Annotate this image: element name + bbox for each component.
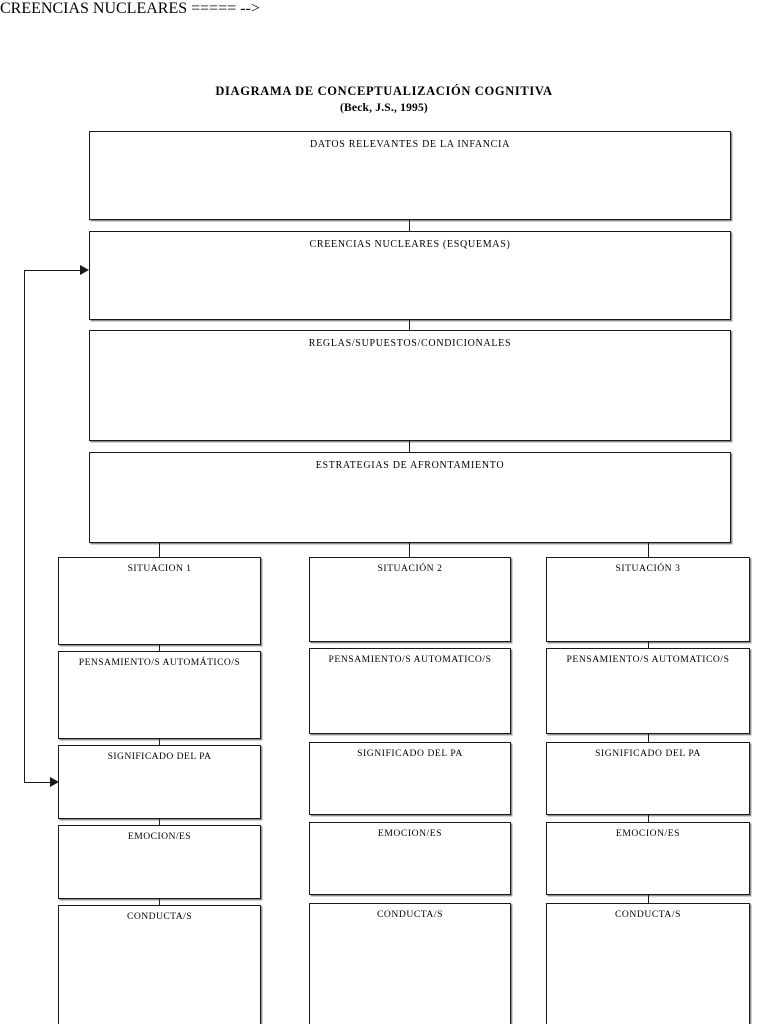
box-label: CREENCIAS NUCLEARES (ESQUEMAS) bbox=[309, 239, 511, 250]
box-columna-3-emocion[interactable]: EMOCION/ES bbox=[546, 822, 750, 895]
box-columna-3-pensamiento-automatico[interactable]: PENSAMIENTO/S AUTOMATICO/S bbox=[546, 648, 750, 734]
box-label: CONDUCTA/S bbox=[126, 911, 193, 922]
diagram-title-source: (Beck, J.S., 1995) bbox=[340, 101, 428, 114]
feedback-arrow-into-creencias-icon bbox=[80, 265, 89, 275]
box-columna-2-significado-pa[interactable]: SIGNIFICADO DEL PA bbox=[309, 742, 511, 815]
feedback-loop-top-line bbox=[24, 270, 82, 272]
feedback-loop-vertical-line bbox=[24, 270, 26, 783]
box-datos-relevantes-infancia[interactable]: DATOS RELEVANTES DE LA INFANCIA bbox=[89, 131, 731, 220]
connector-columna-3-emocion-to-conducta bbox=[648, 895, 650, 903]
box-label: SIGNIFICADO DEL PA bbox=[595, 748, 701, 759]
box-columna-1-emocion[interactable]: EMOCION/ES bbox=[58, 825, 261, 899]
box-columna-2-emocion[interactable]: EMOCION/ES bbox=[309, 822, 511, 895]
feedback-loop-bottom-line bbox=[24, 782, 52, 784]
box-label: EMOCION/ES bbox=[127, 831, 192, 842]
diagram-title-main: DIAGRAMA DE CONCEPTUALIZACIÓN COGNITIVA bbox=[215, 84, 553, 98]
connector-columna-3-situacion-to-pensamiento bbox=[648, 642, 650, 648]
box-columna-1-situacion[interactable]: SITUACION 1 bbox=[58, 557, 261, 645]
connector-columna-1-pensamiento-to-significado bbox=[159, 739, 161, 745]
diagram-title: DIAGRAMA DE CONCEPTUALIZACIÓN COGNITIVA … bbox=[0, 84, 768, 115]
box-columna-2-conducta[interactable]: CONDUCTA/S bbox=[309, 903, 511, 1024]
box-label: REGLAS/SUPUESTOS/CONDICIONALES bbox=[308, 338, 512, 349]
connector-creencias-to-reglas bbox=[409, 320, 411, 330]
box-columna-2-situacion[interactable]: SITUACIÓN 2 bbox=[309, 557, 511, 642]
box-columna-3-significado-pa[interactable]: SIGNIFICADO DEL PA bbox=[546, 742, 750, 815]
box-label: SITUACIÓN 2 bbox=[377, 563, 443, 574]
feedback-arrow-into-significado-icon bbox=[50, 777, 59, 787]
box-columna-1-significado-pa[interactable]: SIGNIFICADO DEL PA bbox=[58, 745, 261, 819]
box-label: EMOCION/ES bbox=[615, 828, 681, 839]
box-label: SIGNIFICADO DEL PA bbox=[107, 751, 212, 762]
box-label: SITUACIÓN 3 bbox=[615, 563, 681, 574]
connector-datos-to-creencias bbox=[409, 220, 411, 231]
box-columna-2-pensamiento-automatico[interactable]: PENSAMIENTO/S AUTOMATICO/S bbox=[309, 648, 511, 734]
box-label: DATOS RELEVANTES DE LA INFANCIA bbox=[309, 139, 511, 150]
box-label: SITUACION 1 bbox=[127, 563, 192, 574]
box-label: ESTRATEGIAS DE AFRONTAMIENTO bbox=[315, 460, 505, 471]
box-label: SIGNIFICADO DEL PA bbox=[357, 748, 463, 759]
box-columna-1-pensamiento-automatico[interactable]: PENSAMIENTO/S AUTOMÁTICO/S bbox=[58, 651, 261, 739]
connector-columna-1-situacion-to-pensamiento bbox=[159, 645, 161, 651]
box-label: EMOCION/ES bbox=[377, 828, 443, 839]
connector-columna-1-emocion-to-conducta bbox=[159, 899, 161, 905]
connector-columna-3-pensamiento-to-significado bbox=[648, 734, 650, 742]
connector-estrategias-to-situacion-2 bbox=[409, 543, 411, 557]
connector-reglas-to-estrategias bbox=[409, 441, 411, 452]
box-columna-3-conducta[interactable]: CONDUCTA/S bbox=[546, 903, 750, 1024]
box-columna-1-conducta[interactable]: CONDUCTA/S bbox=[58, 905, 261, 1024]
box-label: PENSAMIENTO/S AUTOMÁTICO/S bbox=[78, 657, 241, 668]
box-label: CONDUCTA/S bbox=[376, 909, 444, 920]
box-creencias-nucleares[interactable]: CREENCIAS NUCLEARES (ESQUEMAS) bbox=[89, 231, 731, 320]
box-estrategias-afrontamiento[interactable]: ESTRATEGIAS DE AFRONTAMIENTO bbox=[89, 452, 731, 543]
connector-columna-3-significado-to-emocion bbox=[648, 815, 650, 822]
connector-columna-1-significado-to-emocion bbox=[159, 819, 161, 825]
box-label: CONDUCTA/S bbox=[614, 909, 682, 920]
box-reglas-supuestos-condicionales[interactable]: REGLAS/SUPUESTOS/CONDICIONALES bbox=[89, 330, 731, 441]
box-label: PENSAMIENTO/S AUTOMATICO/S bbox=[328, 654, 492, 665]
connector-estrategias-to-situacion-3 bbox=[648, 543, 650, 557]
box-label: PENSAMIENTO/S AUTOMATICO/S bbox=[566, 654, 730, 665]
connector-estrategias-to-situacion-1 bbox=[159, 543, 161, 557]
box-columna-3-situacion[interactable]: SITUACIÓN 3 bbox=[546, 557, 750, 642]
